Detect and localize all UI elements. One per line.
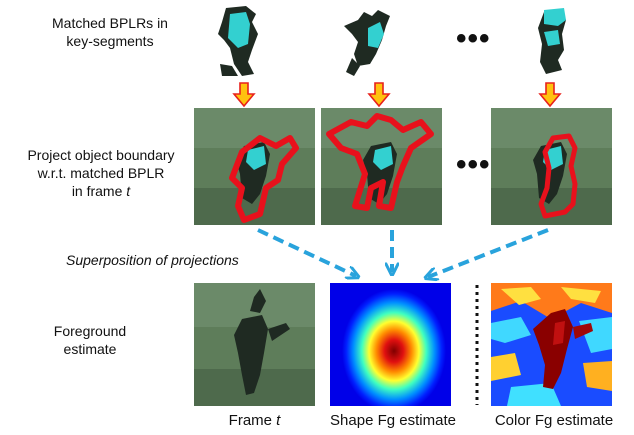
row2-label-line3: in frame t (4, 182, 198, 200)
bplr-silhouette-1 (218, 6, 258, 76)
row1-label: Matched BPLRs in key-segments (10, 14, 210, 50)
color-fg-estimate-image (491, 283, 612, 406)
row2-label-line2: w.r.t. matched BPLR (37, 165, 165, 181)
row2-label-line1: Project object boundary (27, 147, 175, 163)
dashed-arrow-right (428, 228, 549, 277)
row2-ellipsis: ••• (456, 148, 491, 181)
row2-label-line3-text: in frame (71, 183, 127, 199)
dotted-separator (475, 285, 479, 405)
superposition-label: Superposition of projections (66, 252, 239, 268)
row2-label: Project object boundary w.r.t. matched B… (4, 146, 198, 200)
bplr-silhouette-3 (538, 8, 566, 74)
down-arrow-1 (232, 82, 256, 108)
down-arrow-2 (367, 82, 391, 108)
frame-t-image (194, 283, 315, 406)
down-arrow-3 (538, 82, 562, 108)
projection-frame-3 (491, 108, 612, 225)
caption-frame-word: Frame (228, 412, 277, 429)
caption-color-fg: Color Fg estimate (494, 412, 614, 429)
shape-fg-estimate-image (330, 283, 451, 406)
row2-label-frame-var: t (126, 183, 131, 199)
row3-label-line1: Foreground (53, 323, 127, 339)
bplr-silhouette-2 (344, 10, 390, 76)
row1-label-line1: Matched BPLRs in (52, 15, 168, 31)
row3-label-line2: estimate (63, 341, 117, 357)
projection-frame-1 (194, 108, 315, 225)
row3-label: Foreground estimate (20, 322, 160, 358)
projection-frame-2 (321, 108, 442, 225)
caption-frame-t: Frame t (194, 412, 315, 430)
caption-frame-var: t (276, 412, 281, 429)
row1-ellipsis: ••• (456, 22, 491, 55)
caption-shape-fg: Shape Fg estimate (330, 412, 456, 429)
row1-label-line2: key-segments (66, 33, 154, 49)
dashed-arrow-left (257, 228, 356, 276)
